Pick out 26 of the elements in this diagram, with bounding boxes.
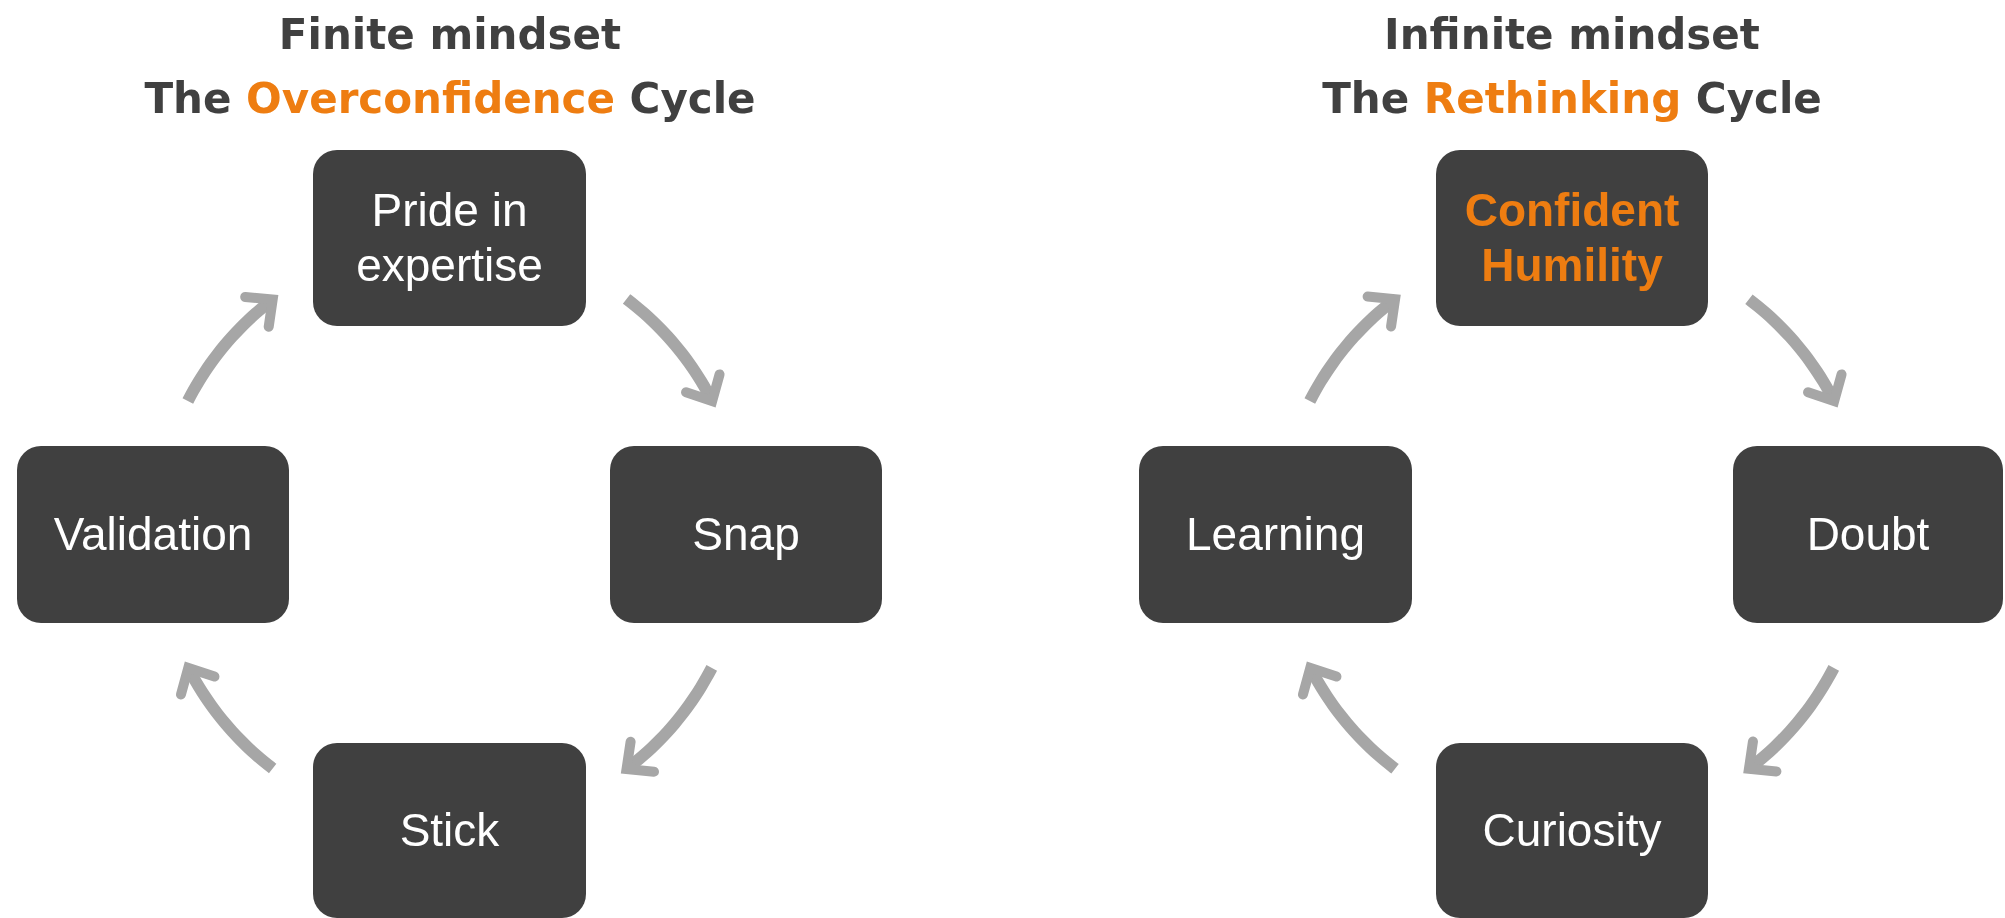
curved-arrow [1297, 662, 1400, 774]
step-box [610, 446, 882, 623]
step-label: Stick [399, 802, 500, 858]
step-label: Doubt [1806, 506, 1930, 562]
curved-arrow [175, 662, 278, 774]
curved-arrow [182, 291, 278, 406]
cycle-heading: Finite mindset [278, 14, 622, 56]
curved-arrow [621, 663, 717, 777]
cycle-heading: Infinite mindset [1384, 14, 1760, 56]
step-box [1139, 446, 1412, 623]
step-label: Snap [692, 506, 800, 562]
step-label: Confident Humility [1463, 182, 1681, 293]
curved-arrow [1304, 291, 1401, 406]
step-label: Curiosity [1482, 802, 1662, 858]
curved-arrow [1744, 294, 1847, 406]
step-box [17, 446, 289, 623]
step-label: Validation [53, 506, 253, 562]
step-box [313, 743, 586, 918]
step-box [1436, 743, 1708, 918]
step-box [313, 150, 586, 326]
curved-arrow [622, 294, 725, 406]
step-box [1733, 446, 2003, 623]
step-label: Learning [1185, 506, 1365, 562]
curved-arrow [1743, 663, 1840, 777]
step-box [1436, 150, 1708, 326]
step-label: Pride in expertise [355, 182, 544, 293]
